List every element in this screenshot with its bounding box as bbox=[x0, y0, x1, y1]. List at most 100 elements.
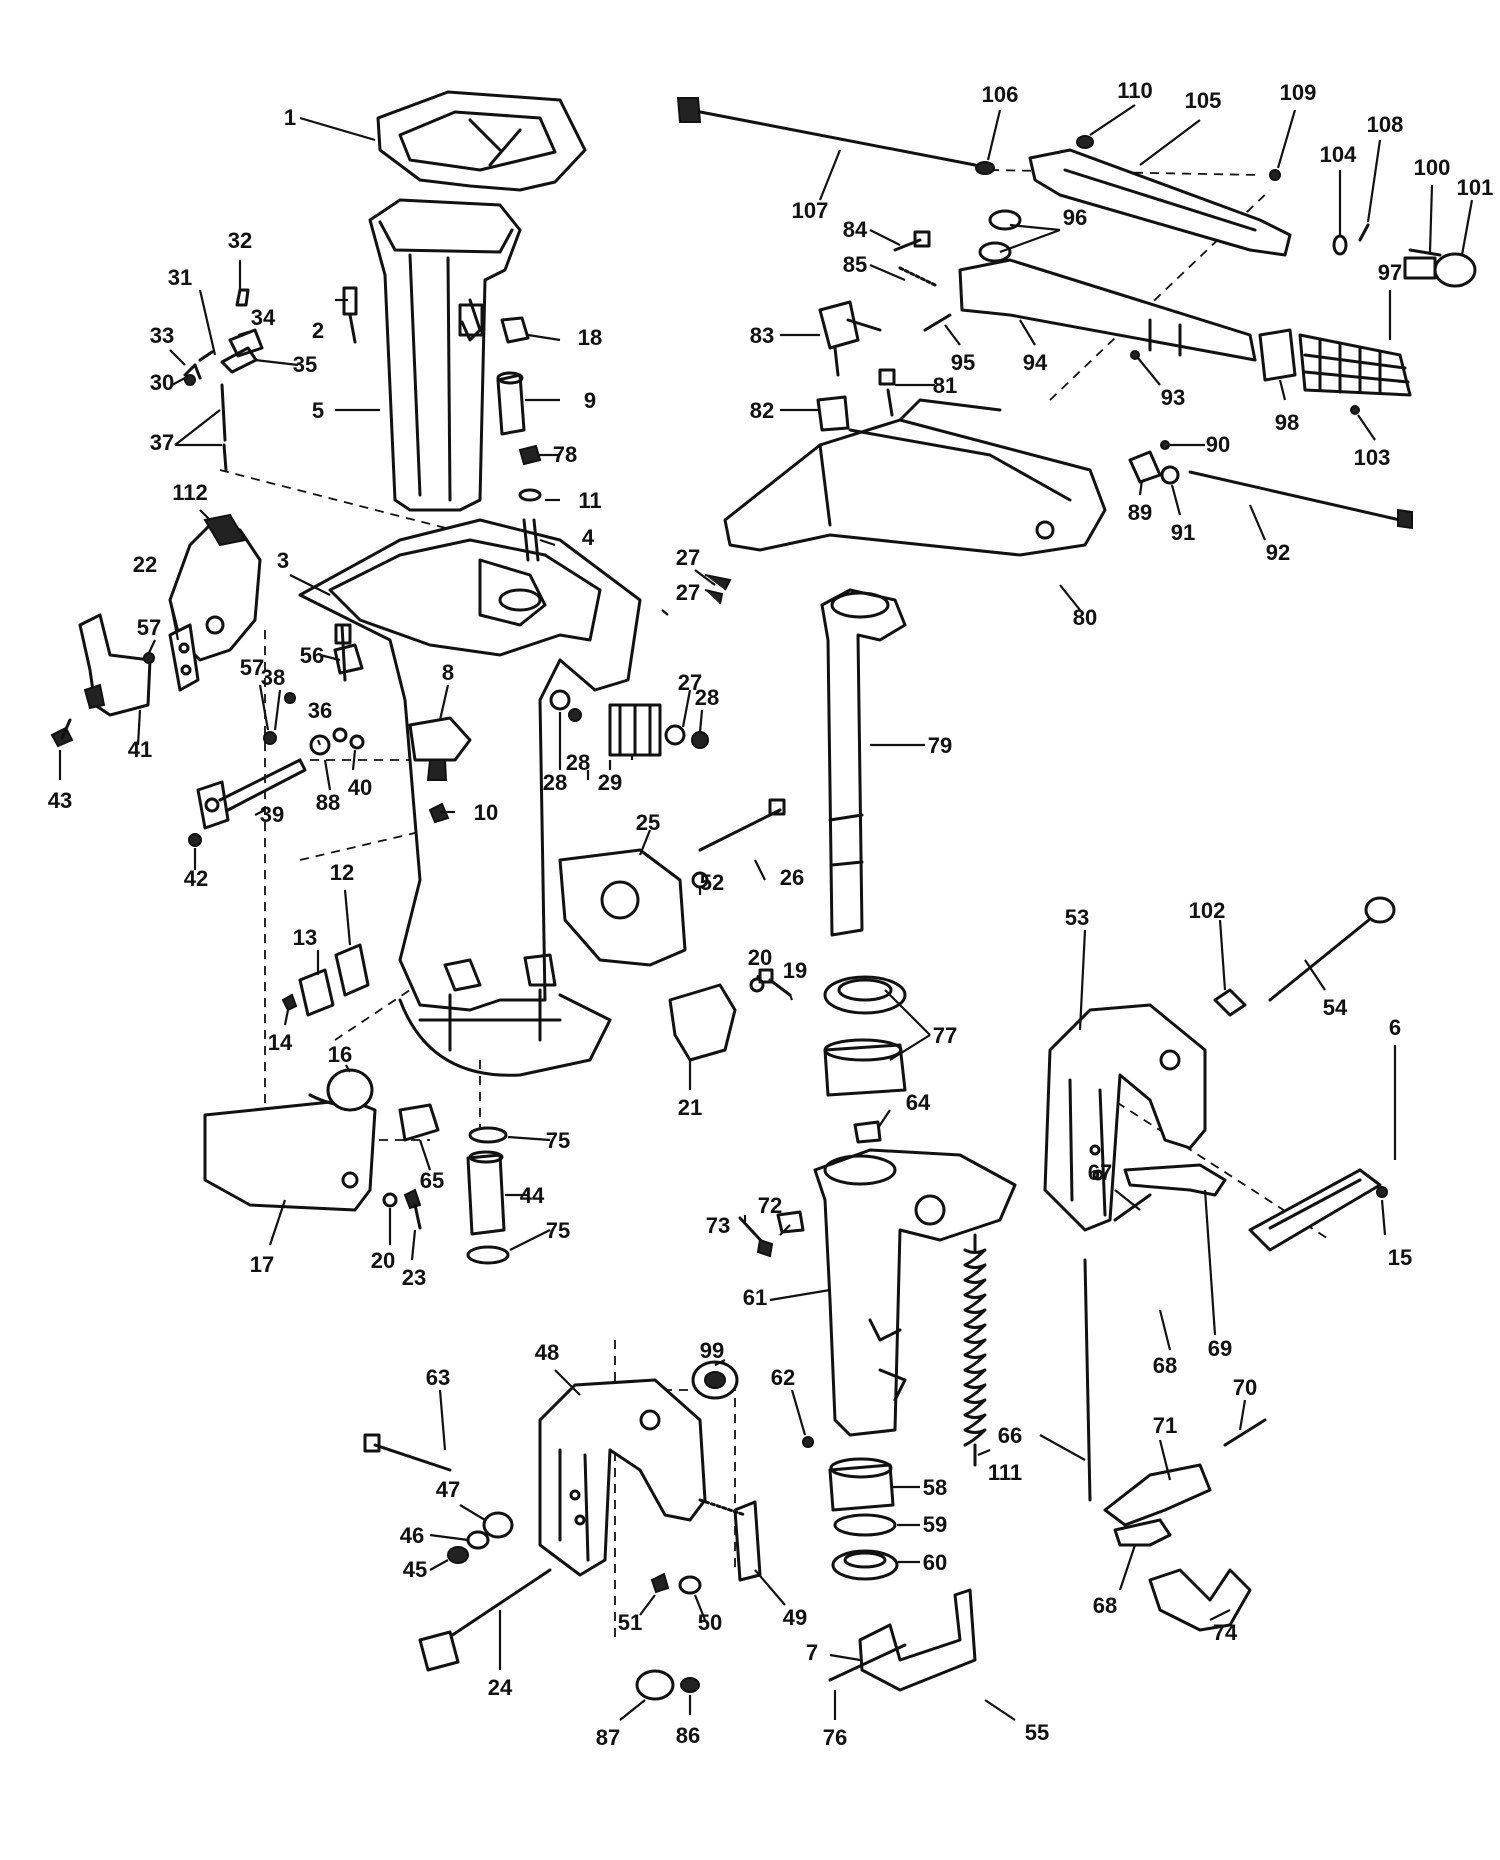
part-78-nut bbox=[518, 444, 542, 466]
part-103-screw bbox=[1350, 405, 1360, 415]
part-97-grip bbox=[1298, 333, 1412, 397]
part-label-68: 68 bbox=[1093, 1593, 1117, 1618]
part-label-28: 28 bbox=[695, 685, 719, 710]
part-label-59: 59 bbox=[923, 1512, 947, 1537]
part-68-lever-lower bbox=[1113, 1518, 1172, 1547]
part-41-lever bbox=[78, 613, 152, 717]
part-label-54: 54 bbox=[1323, 995, 1348, 1020]
part-45-nut bbox=[447, 1546, 469, 1564]
part-label-48: 48 bbox=[535, 1340, 559, 1365]
part-label-50: 50 bbox=[698, 1610, 722, 1635]
part-label-75: 75 bbox=[546, 1128, 570, 1153]
part-label-81: 81 bbox=[933, 373, 957, 398]
part-49-lever bbox=[698, 1498, 762, 1582]
part-label-75: 75 bbox=[546, 1218, 570, 1243]
part-22-plate bbox=[168, 623, 200, 692]
part-label-72: 72 bbox=[758, 1193, 782, 1218]
part-84-85-screw-spring bbox=[893, 230, 937, 287]
part-label-27: 27 bbox=[678, 670, 702, 695]
part-80-steering-bracket bbox=[723, 398, 1107, 557]
part-53-clamp-bracket bbox=[1043, 1003, 1207, 1232]
part-106-nut bbox=[975, 161, 995, 175]
part-2-bolt bbox=[342, 286, 358, 344]
part-3-midsection bbox=[298, 518, 642, 1077]
part-110-nut bbox=[1076, 135, 1094, 149]
part-label-79: 79 bbox=[928, 733, 952, 758]
part-label-25: 25 bbox=[636, 810, 660, 835]
part-5-exhaust-housing bbox=[368, 198, 522, 512]
part-label-21: 21 bbox=[678, 1095, 702, 1120]
part-39-shaft bbox=[196, 758, 307, 830]
part-label-57: 57 bbox=[240, 655, 264, 680]
part-73-screw bbox=[738, 1216, 774, 1258]
part-label-22: 22 bbox=[133, 552, 157, 577]
part-4-stud bbox=[522, 518, 540, 562]
part-label-67: 67 bbox=[1088, 1160, 1112, 1185]
part-label-86: 86 bbox=[676, 1723, 700, 1748]
part-label-90: 90 bbox=[1206, 432, 1230, 457]
part-label-101: 101 bbox=[1457, 175, 1494, 200]
part-12-gasket bbox=[334, 943, 370, 997]
part-56-bolt bbox=[334, 623, 352, 682]
part-label-57: 57 bbox=[137, 615, 161, 640]
part-label-24: 24 bbox=[488, 1675, 513, 1700]
part-label-1: 1 bbox=[284, 105, 296, 130]
part-98-sleeve bbox=[1258, 328, 1297, 382]
part-label-45: 45 bbox=[403, 1557, 427, 1582]
part-label-76: 76 bbox=[823, 1725, 847, 1750]
part-44-tube bbox=[466, 1150, 506, 1236]
small-fasteners bbox=[50, 288, 365, 847]
part-55-tilt-lock bbox=[858, 1588, 977, 1692]
part-label-16: 16 bbox=[328, 1042, 352, 1067]
part-16-grommet bbox=[326, 1068, 374, 1112]
part-label-63: 63 bbox=[426, 1365, 450, 1390]
part-6-plate bbox=[1248, 1168, 1382, 1252]
part-label-30: 30 bbox=[150, 370, 174, 395]
part-label-71: 71 bbox=[1153, 1413, 1177, 1438]
part-label-7: 7 bbox=[806, 1640, 818, 1665]
part-62-screw bbox=[802, 1436, 814, 1448]
part-label-43: 43 bbox=[48, 788, 72, 813]
part-50-washer bbox=[678, 1575, 702, 1595]
part-label-106: 106 bbox=[982, 82, 1019, 107]
part-label-93: 93 bbox=[1161, 385, 1185, 410]
part-label-19: 19 bbox=[783, 958, 807, 983]
part-label-80: 80 bbox=[1073, 605, 1097, 630]
part-54-bolt bbox=[1268, 896, 1396, 1002]
part-109-screw bbox=[1269, 169, 1281, 181]
part-72-bushing bbox=[776, 1210, 805, 1234]
part-label-20: 20 bbox=[748, 945, 772, 970]
part-9-sleeve bbox=[496, 371, 526, 436]
part-label-103: 103 bbox=[1354, 445, 1391, 470]
part-59-ring bbox=[833, 1513, 897, 1537]
part-label-58: 58 bbox=[923, 1475, 947, 1500]
part-label-62: 62 bbox=[771, 1365, 795, 1390]
part-label-83: 83 bbox=[750, 323, 774, 348]
part-label-89: 89 bbox=[1128, 500, 1152, 525]
part-70-pin bbox=[1223, 1418, 1267, 1447]
part-47-bushing bbox=[482, 1511, 514, 1539]
part-label-77: 77 bbox=[933, 1023, 957, 1048]
part-label-65: 65 bbox=[420, 1168, 444, 1193]
part-label-26: 26 bbox=[780, 865, 804, 890]
part-1-gasket bbox=[376, 90, 587, 192]
part-58-clamp bbox=[828, 1457, 895, 1512]
part-61-swivel-bracket bbox=[813, 1148, 1017, 1437]
part-71-cam bbox=[1103, 1463, 1212, 1527]
part-label-47: 47 bbox=[436, 1477, 460, 1502]
part-label-99: 99 bbox=[700, 1338, 724, 1363]
part-18-bushing bbox=[500, 316, 530, 344]
part-label-42: 42 bbox=[184, 866, 208, 891]
part-label-105: 105 bbox=[1185, 88, 1222, 113]
part-label-23: 23 bbox=[402, 1265, 426, 1290]
part-95-screw bbox=[923, 313, 952, 332]
part-65-grommet bbox=[398, 1103, 440, 1142]
part-number-labels: 1234567891011121314151617181920202122232… bbox=[48, 78, 1494, 1750]
part-label-18: 18 bbox=[578, 325, 602, 350]
part-label-70: 70 bbox=[1233, 1375, 1257, 1400]
part-label-28: 28 bbox=[566, 750, 590, 775]
part-21-clamp bbox=[668, 983, 737, 1062]
part-label-74: 74 bbox=[1213, 1620, 1238, 1645]
part-label-108: 108 bbox=[1367, 112, 1404, 137]
part-label-46: 46 bbox=[400, 1523, 424, 1548]
